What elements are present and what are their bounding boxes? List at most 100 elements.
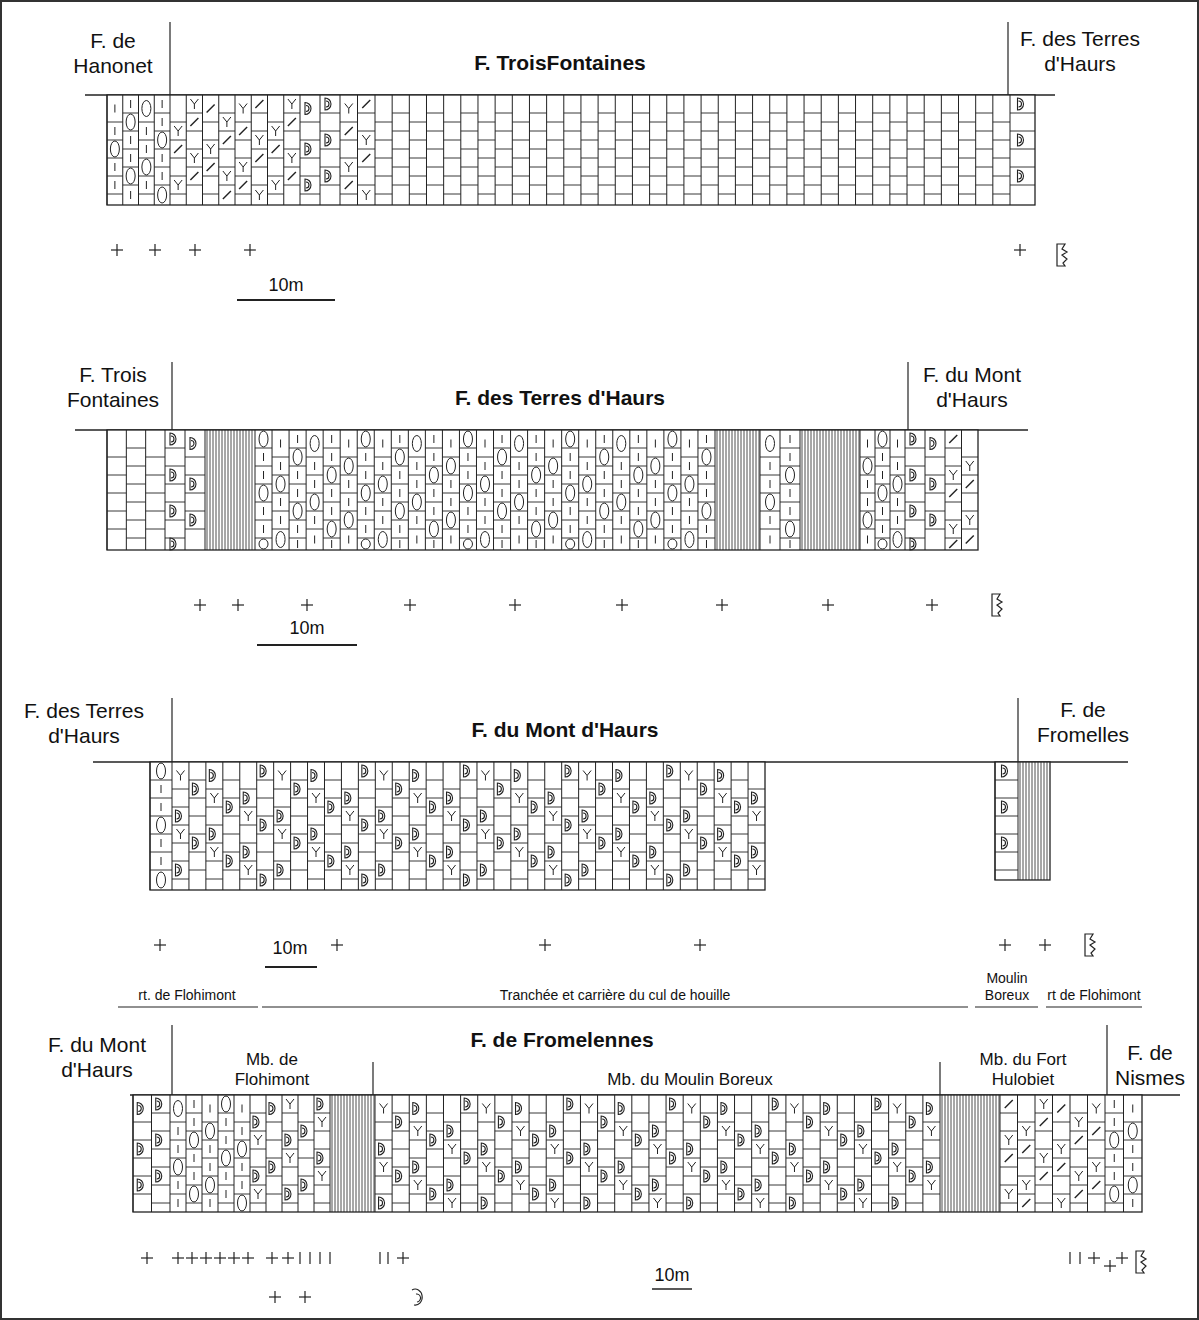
joint-line xyxy=(1018,1158,1036,1159)
joint-line xyxy=(860,475,875,476)
joint-line xyxy=(907,113,924,114)
joint-line xyxy=(291,780,308,781)
joint-line xyxy=(272,511,289,512)
joint-line xyxy=(718,158,735,159)
fossil-symbol xyxy=(294,783,300,795)
joint-line xyxy=(769,1131,786,1132)
joint-line xyxy=(218,1167,234,1168)
joint-line xyxy=(189,780,206,781)
joint-line xyxy=(268,176,284,177)
tick-symbol xyxy=(790,489,791,497)
fossil-symbol xyxy=(892,1197,898,1209)
bed-line xyxy=(544,762,545,890)
nodule-symbol xyxy=(481,476,490,492)
bed-line xyxy=(320,95,321,205)
joint-line xyxy=(511,493,528,494)
joint-line xyxy=(203,176,219,177)
fossil-symbol xyxy=(277,864,283,876)
joint-line xyxy=(632,1167,649,1168)
joint-line xyxy=(511,843,528,844)
fossil-symbol xyxy=(325,134,331,146)
nodule-symbol xyxy=(515,436,524,452)
joint-line xyxy=(959,194,976,195)
joint-line xyxy=(613,789,630,790)
joint-line xyxy=(923,1176,940,1177)
crinoid-symbol xyxy=(1075,1117,1083,1127)
nodule-symbol xyxy=(378,476,387,492)
joint-line xyxy=(235,158,251,159)
joint-line xyxy=(735,131,752,132)
joint-line xyxy=(680,825,697,826)
joint-line xyxy=(170,1158,186,1159)
joint-line xyxy=(697,780,714,781)
joint-line xyxy=(324,780,341,781)
joint-line xyxy=(123,167,139,168)
fossil-symbol xyxy=(1002,801,1008,813)
joint-line xyxy=(697,870,714,871)
joint-line xyxy=(717,1158,734,1159)
nodule-symbol xyxy=(702,449,711,465)
shale-line xyxy=(332,1095,333,1212)
tick-symbol xyxy=(604,540,605,548)
joint-line xyxy=(820,1194,837,1195)
crinoid-symbol xyxy=(481,771,489,781)
fossil-symbol xyxy=(858,1125,864,1137)
tick-symbol xyxy=(130,100,131,108)
nodule-symbol xyxy=(549,458,558,474)
tick-symbol xyxy=(882,507,883,515)
joint-line xyxy=(274,843,291,844)
bed-line xyxy=(442,430,443,550)
joint-line xyxy=(444,158,461,159)
bed-line xyxy=(205,762,206,890)
joint-line xyxy=(461,1149,478,1150)
joint-line xyxy=(478,194,495,195)
joint-line xyxy=(300,122,320,123)
joint-line xyxy=(1105,1149,1124,1150)
joint-line xyxy=(223,870,240,871)
shale-line xyxy=(1032,762,1033,880)
crinoid-symbol xyxy=(448,1198,456,1208)
joint-line xyxy=(323,502,340,503)
joint-line xyxy=(905,484,925,485)
joint-line xyxy=(1035,1203,1053,1204)
joint-line xyxy=(735,1113,752,1114)
crinoid-symbol xyxy=(210,793,218,803)
joint-line xyxy=(203,140,219,141)
shell-fragment xyxy=(255,100,263,108)
joint-line xyxy=(666,1185,683,1186)
joint-line xyxy=(323,448,340,449)
tick-symbol xyxy=(1132,1105,1133,1113)
joint-line xyxy=(650,158,667,159)
nodule-symbol xyxy=(310,494,319,510)
tick-symbol xyxy=(770,462,771,470)
fossil-symbol xyxy=(137,1179,143,1191)
joint-line xyxy=(300,176,320,177)
tick-symbol xyxy=(348,498,349,506)
joint-line xyxy=(146,529,165,530)
fossil-symbol xyxy=(616,828,622,840)
shale-line xyxy=(948,1095,949,1212)
joint-line xyxy=(442,529,459,530)
fossil-symbol xyxy=(926,1103,932,1115)
crinoid-symbol xyxy=(318,1117,326,1127)
joint-line xyxy=(1018,1194,1036,1195)
joint-line xyxy=(820,1122,837,1123)
joint-line xyxy=(647,529,664,530)
bed-line xyxy=(510,430,511,550)
nodule-symbol xyxy=(259,431,268,447)
tick-symbol xyxy=(882,525,883,533)
nodule-symbol xyxy=(361,485,370,501)
fossil-symbol xyxy=(137,1103,143,1115)
crinoid-symbol xyxy=(312,847,320,857)
joint-line xyxy=(250,1131,266,1132)
tick-symbol xyxy=(502,471,503,479)
joint-line xyxy=(425,466,442,467)
crinoid-symbol xyxy=(239,104,247,114)
fossil-symbol xyxy=(755,1125,761,1137)
joint-line xyxy=(649,1140,666,1141)
joint-line xyxy=(186,1203,202,1204)
fossil-symbol xyxy=(285,1188,291,1200)
joint-line xyxy=(698,502,715,503)
joint-line xyxy=(718,140,735,141)
joint-line xyxy=(770,167,787,168)
